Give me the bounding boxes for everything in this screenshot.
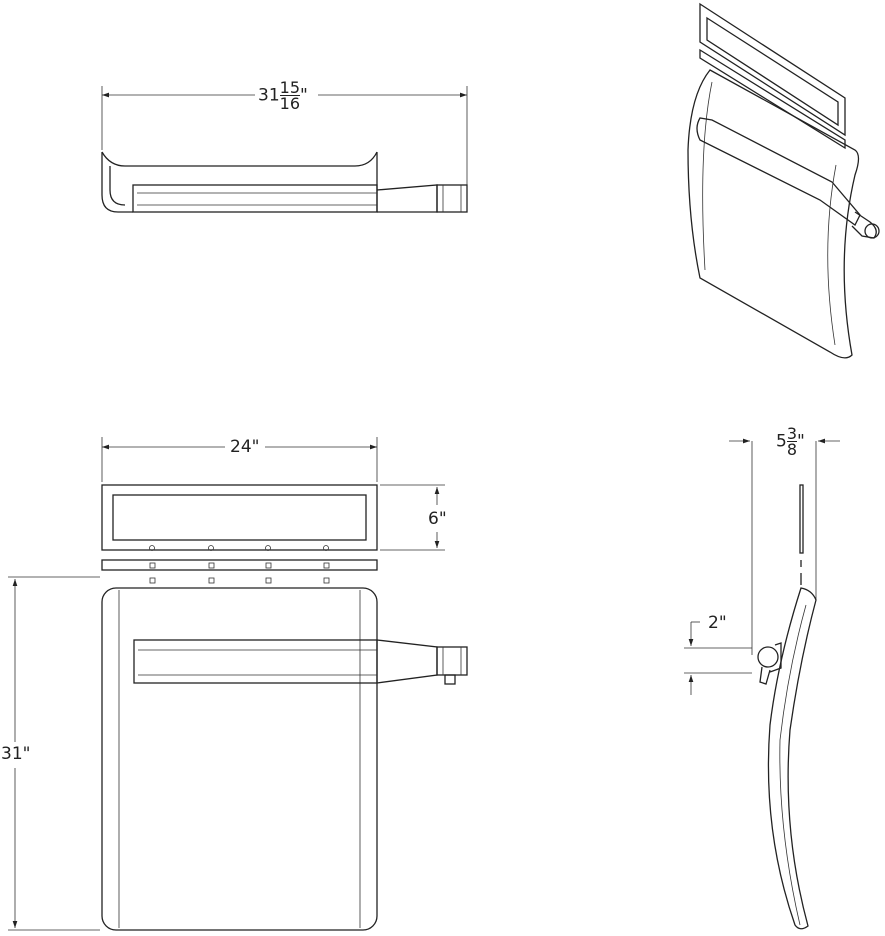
- denominator: 16: [279, 94, 300, 113]
- numerator: 3: [786, 424, 798, 443]
- dimension-unit: ": [300, 85, 308, 106]
- isometric-view: [687, 2, 880, 359]
- dimension-front-width: 24": [230, 437, 260, 457]
- dimension-whole: 5: [776, 431, 787, 452]
- front-view: [8, 437, 468, 931]
- mounting-holes: [149, 545, 329, 551]
- dimension-frame-height: 6": [428, 509, 447, 529]
- dimension-arm-offset: 2": [708, 613, 727, 633]
- top-view: [101, 86, 468, 213]
- dimension-unit: ": [797, 431, 805, 452]
- dimension-whole: 31: [258, 85, 280, 106]
- numerator: 15: [279, 78, 300, 97]
- denominator: 8: [786, 440, 798, 459]
- dimension-panel-height: 31": [1, 744, 31, 764]
- side-view: [684, 438, 840, 930]
